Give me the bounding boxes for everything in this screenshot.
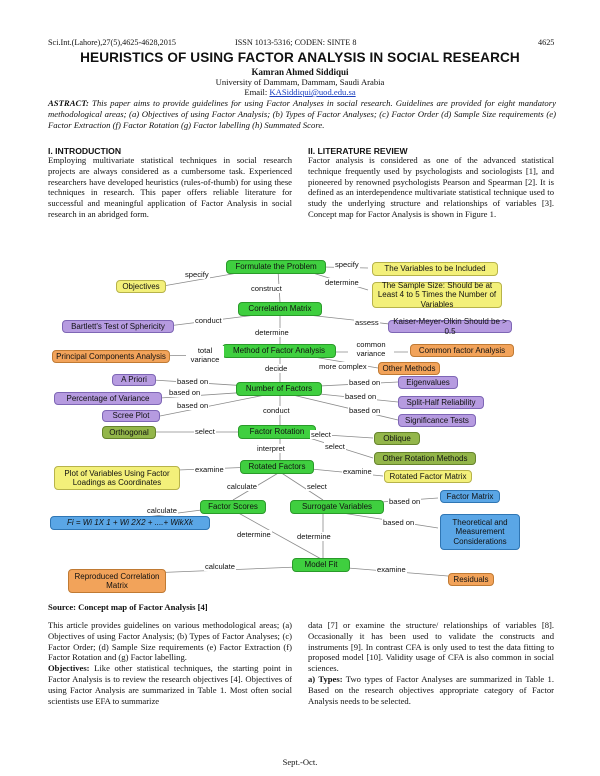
link-label: conduct [194, 316, 223, 325]
node-method-factor-analysis: Method of Factor Analysis [222, 344, 336, 358]
link-label: common variance [348, 340, 394, 358]
abstract-text: This paper aims to provide guidelines fo… [48, 98, 556, 130]
objectives-text: Like other statistical techniques, the s… [48, 663, 292, 706]
link-label: determine [296, 532, 332, 541]
link-label: select [310, 430, 332, 439]
link-label: examine [194, 465, 225, 474]
node-rotated-factors: Rotated Factors [240, 460, 314, 474]
node-a-priori: A Priori [112, 374, 156, 386]
node-other-methods: Other Methods [378, 362, 440, 375]
node-significance-tests: Significance Tests [398, 414, 476, 427]
node-correlation-matrix: Correlation Matrix [238, 302, 322, 316]
link-label: based on [348, 378, 382, 387]
node-reproduced-correlation: Reproduced Correlation Matrix [68, 569, 166, 593]
node-principal-components: Principal Components Analysis [52, 350, 170, 363]
node-other-rotation-methods: Other Rotation Methods [374, 452, 476, 465]
node-plot-of-variables: Plot of Variables Using Factor Loadings … [54, 466, 180, 490]
running-header-left: Sci.Int.(Lahore),27(5),4625-4628,2015 [48, 38, 177, 47]
body-left-column: This article provides guidelines on vari… [48, 620, 292, 706]
link-label: examine [376, 565, 407, 574]
node-orthogonal: Orthogonal [102, 426, 156, 439]
abstract-label: ASTRACT: [48, 98, 89, 108]
node-formulate-problem: Formulate the Problem [226, 260, 326, 274]
node-number-of-factors: Number of Factors [236, 382, 322, 396]
introduction-text: Employing multivariate statistical techn… [48, 155, 292, 219]
node-residuals: Residuals [448, 573, 494, 586]
link-label: interpret [256, 444, 286, 453]
link-label: select [306, 482, 328, 491]
objectives-paragraph: Objectives: Like other statistical techn… [48, 663, 292, 706]
node-model-fit: Model Fit [292, 558, 350, 572]
concept-map-figure: Formulate the Problem Objectives The Var… [48, 260, 556, 600]
types-text: Two types of Factor Analyses are summari… [308, 673, 554, 706]
page-footer: Sept.-Oct. [282, 757, 318, 767]
node-oblique: Oblique [374, 432, 420, 445]
link-label: calculate [204, 562, 236, 571]
node-split-half: Split-Half Reliability [398, 396, 484, 409]
paper-title: HEURISTICS OF USING FACTOR ANALYSIS IN S… [80, 50, 520, 65]
link-label: total variance [186, 346, 224, 364]
link-label: select [194, 427, 216, 436]
link-label: calculate [146, 506, 178, 515]
section-heading-literature-review: II. LITERATURE REVIEW [308, 146, 408, 156]
types-label: a) Types: [308, 673, 343, 684]
running-header-issn: ISSN 1013-5316; CODEN: SINTE 8 [235, 38, 357, 47]
link-label: examine [342, 467, 373, 476]
link-label: construct [250, 284, 283, 293]
link-label: determine [324, 278, 360, 287]
link-label: conduct [262, 406, 291, 415]
link-label: based on [344, 392, 378, 401]
node-theoretical-measurement: Theoretical and Measurement Consideratio… [440, 514, 520, 550]
section-heading-introduction: I. INTRODUCTION [48, 146, 122, 156]
email-label: Email: [244, 87, 268, 97]
link-label: based on [382, 518, 416, 527]
link-label: determine [236, 530, 272, 539]
node-surrogate-variables: Surrogate Variables [290, 500, 384, 514]
body-left-paragraph: This article provides guidelines on vari… [48, 620, 292, 663]
figure-source: Source: Concept map of Factor Analysis [… [48, 602, 208, 612]
objectives-label: Objectives: [48, 663, 90, 674]
node-objectives: Objectives [116, 280, 166, 293]
link-label: based on [388, 497, 422, 506]
node-factor-score-formula: Fi = Wi 1X 1 + Wi 2X2 + ....+ WikXk [50, 516, 210, 530]
literature-review-text: Factor analysis is considered as one of … [308, 155, 554, 219]
link-label: more complex [318, 362, 368, 371]
node-sample-size: The Sample Size: Should be at Least 4 to… [372, 281, 502, 309]
node-kmo: Kaiser-Meyer-Olkin Should be > 0.5 [388, 317, 512, 336]
link-label: based on [348, 406, 382, 415]
node-factor-matrix: Factor Matrix [440, 490, 500, 503]
abstract: ASTRACT: This paper aims to provide guid… [48, 98, 556, 131]
link-label: determine [254, 328, 290, 337]
node-eigenvalues: Eigenvalues [398, 376, 458, 389]
link-label: assess [354, 318, 380, 327]
node-bartlett-test: Bartlett's Test of Sphericity [62, 320, 174, 333]
link-label: calculate [226, 482, 258, 491]
author-email-line: Email: KASiddiqui@uod.edu.sa [0, 87, 600, 97]
link-label: based on [176, 377, 210, 386]
page-number: 4625 [538, 38, 555, 47]
link-label: based on [176, 401, 210, 410]
link-label: based on [168, 388, 202, 397]
body-right-column: data [7] or examine the structure/ relat… [308, 620, 554, 706]
node-common-factor-analysis: Common factor Analysis [410, 344, 514, 357]
link-label: specify [334, 260, 360, 269]
types-paragraph: a) Types: Two types of Factor Analyses a… [308, 674, 554, 706]
author-affiliation: University of Dammam, Dammam, Saudi Arab… [215, 77, 385, 87]
link-label: specify [184, 270, 210, 279]
link-label: decide [264, 364, 289, 373]
node-scree-plot: Scree Plot [102, 410, 160, 422]
node-percentage-variance: Percentage of Variance [54, 392, 162, 405]
author-name: Kamran Ahmed Siddiqui [251, 67, 349, 77]
email-link[interactable]: KASiddiqui@uod.edu.sa [269, 87, 356, 97]
node-factor-rotation: Factor Rotation [238, 425, 316, 439]
body-right-paragraph: data [7] or examine the structure/ relat… [308, 620, 554, 674]
link-label: select [324, 442, 346, 451]
node-variables-included: The Variables to be Included [372, 262, 498, 276]
node-factor-scores: Factor Scores [200, 500, 266, 514]
node-rotated-factor-matrix: Rotated Factor Matrix [384, 470, 472, 483]
